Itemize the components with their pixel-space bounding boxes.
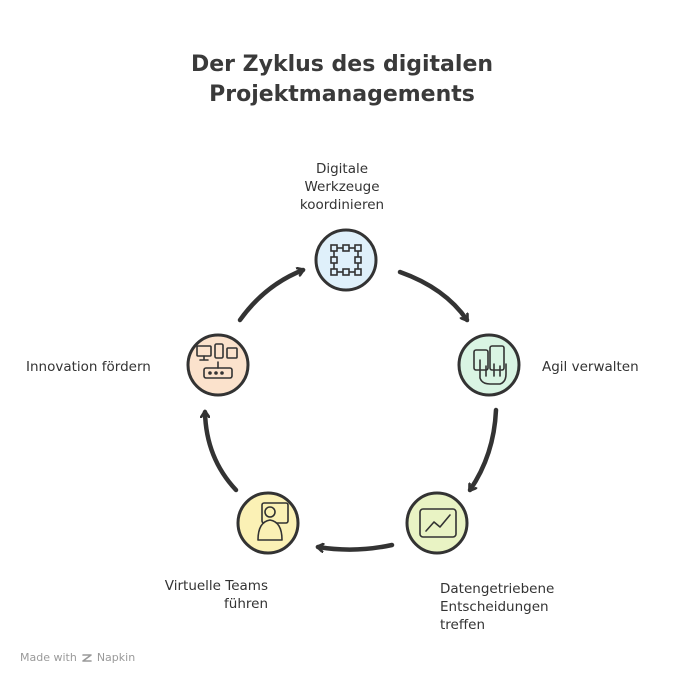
title-line-2: Projektmanagements [209, 82, 475, 107]
node-innovation [186, 333, 250, 397]
diagram-title: Der Zyklus des digitalen Projektmanageme… [0, 50, 684, 110]
arrow-bottom-right-to-bottom-left [318, 545, 395, 550]
node-virtual-teams [236, 491, 300, 555]
made-with-footer[interactable]: Made with Napkin [20, 651, 135, 664]
label-line: Agil verwalten [542, 359, 639, 375]
frame-select-icon [330, 244, 362, 276]
label-line: Entscheidungen [440, 599, 549, 615]
arrow-bottom-left-to-left [205, 412, 239, 493]
arrow-right-to-bottom-right [467, 407, 499, 493]
label-virtual-teams: Virtuelle Teams führen [140, 577, 268, 613]
label-line: Digitale [315, 161, 369, 177]
label-line: Virtuelle Teams [164, 578, 268, 594]
label-digital-tools: Digitale Werkzeuge koordinieren [292, 160, 392, 214]
napkin-brand-text: Napkin [96, 651, 136, 664]
connected-devices-icon [196, 343, 238, 379]
title-line-1: Der Zyklus des digitalen [190, 52, 494, 77]
node-digital-tools [314, 228, 378, 292]
arrow-top-to-right [397, 269, 470, 323]
label-line: treffen [440, 617, 486, 633]
chart-line-icon [419, 508, 457, 538]
video-presenter-icon [257, 502, 289, 541]
label-line: Datengetriebene [440, 581, 555, 597]
node-data-driven [405, 491, 469, 555]
label-line: koordinieren [299, 197, 385, 213]
node-agile-manage [457, 333, 521, 397]
label-data-driven: Datengetriebene Entscheidungen treffen [440, 580, 554, 634]
napkin-logo-icon [82, 653, 92, 662]
arrow-left-to-top [237, 270, 306, 323]
label-line: Werkzeuge [304, 179, 380, 195]
label-line: führen [224, 596, 268, 612]
devices-touch-icon [473, 345, 507, 385]
label-line: Innovation fördern [26, 359, 151, 375]
made-with-text: Made with [20, 651, 77, 664]
label-agile-manage: Agil verwalten [542, 358, 639, 376]
label-innovation: Innovation fördern [26, 358, 151, 376]
